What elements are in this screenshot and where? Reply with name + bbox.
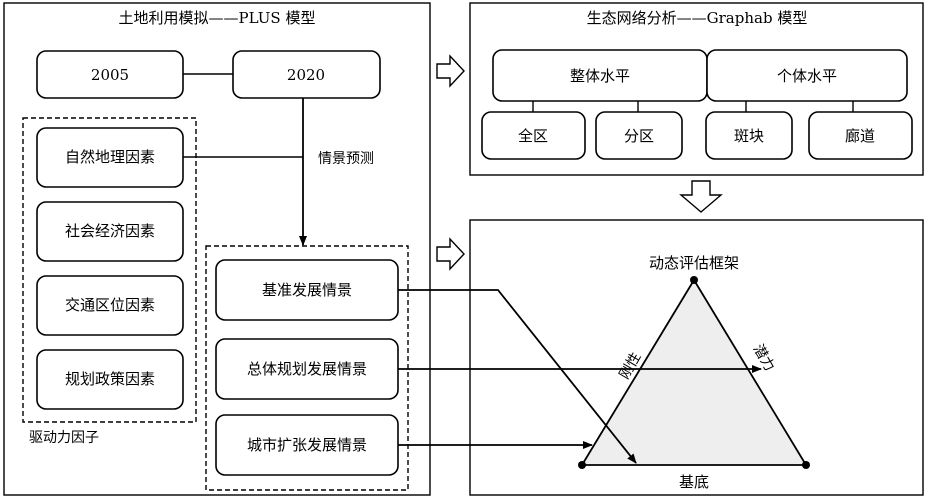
scenario-label: 总体规划发展情景 (247, 360, 367, 378)
scenario-arrow-baseline (398, 289, 637, 464)
corridor-label: 廊道 (845, 127, 875, 145)
driver-label: 社会经济因素 (65, 222, 155, 240)
driver-label: 自然地理因素 (65, 148, 155, 166)
driver-box (36, 127, 184, 188)
corridor-box (808, 111, 913, 160)
individual-level-label: 个体水平 (777, 67, 837, 85)
framework-triangle (580, 278, 808, 466)
driver-box (36, 275, 184, 336)
drivers-group-label: 驱动力因子 (29, 430, 99, 446)
patch-label: 斑块 (734, 127, 764, 145)
driver-box (36, 349, 184, 410)
graphab-panel-title: 生态网络分析——Graphab 模型 (587, 9, 808, 27)
whole-region-box (481, 111, 586, 160)
scenario-label: 基准发展情景 (262, 281, 352, 299)
year-label-2005: 2005 (91, 66, 129, 84)
sub-region-box (595, 111, 683, 160)
individual-level-box (706, 49, 908, 102)
hollow-arrow-right-icon (436, 237, 465, 271)
triangle-vertex-top (690, 276, 698, 284)
driver-label: 规划政策因素 (65, 370, 155, 388)
patch-box (705, 111, 793, 160)
scenarios-group (205, 245, 409, 491)
overall-level-label: 整体水平 (570, 67, 630, 85)
triangle-vertex-left (578, 461, 586, 469)
plus-panel-title: 土地利用模拟——PLUS 模型 (119, 9, 316, 27)
driver-label: 交通区位因素 (65, 296, 155, 314)
framework-title: 动态评估框架 (649, 254, 739, 272)
sub-region-label: 分区 (624, 127, 654, 145)
triangle-vertex-right (802, 461, 810, 469)
scenario-label: 城市扩张发展情景 (247, 436, 367, 454)
hollow-arrow-down-icon (679, 180, 723, 213)
drivers-group (22, 117, 197, 423)
hollow-arrow-right-icon (436, 54, 465, 88)
driver-box (36, 201, 184, 262)
year-box-2020 (232, 50, 381, 99)
whole-region-label: 全区 (518, 127, 548, 145)
edge-label-base: 基底 (679, 473, 709, 491)
scenario-prediction-label: 情景预测 (318, 151, 374, 167)
year-label-2020: 2020 (287, 66, 325, 84)
